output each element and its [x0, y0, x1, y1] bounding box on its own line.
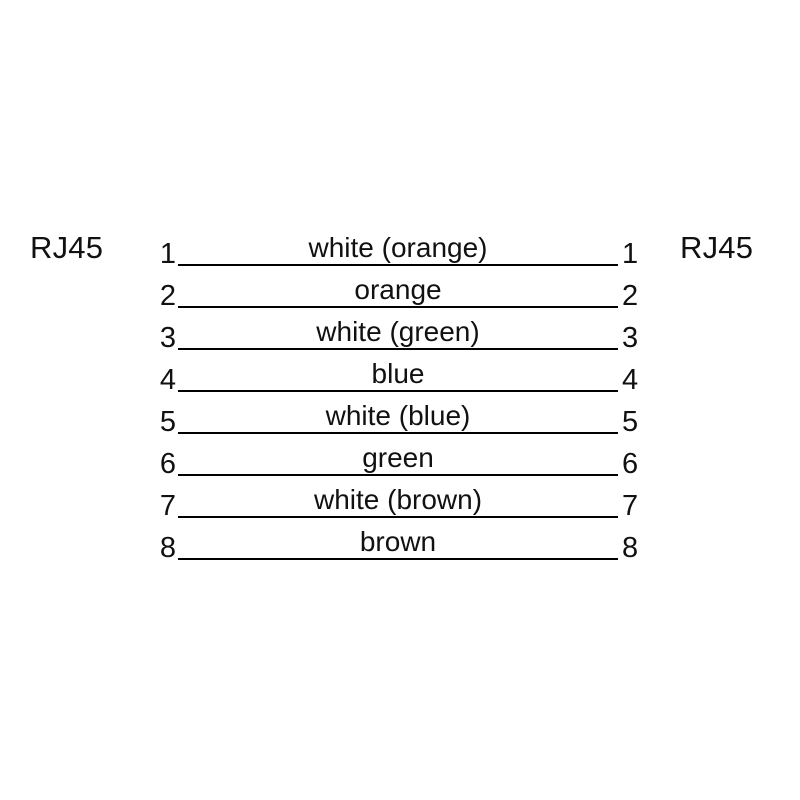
wire-conductor-line [178, 474, 618, 476]
wire-color-label: orange [354, 274, 442, 305]
left-pin-number: 1 [159, 238, 176, 270]
left-connector-label: RJ45 [30, 230, 104, 265]
wire-row: 2 orange 2 [0, 274, 800, 318]
wire-row: 5 white (blue) 5 [0, 400, 800, 444]
right-pin-number: 6 [622, 448, 639, 480]
right-pin-number: 7 [622, 490, 639, 522]
wire-conductor-line [178, 390, 618, 392]
wire-row: 7 white (brown) 7 [0, 484, 800, 528]
left-pin-number: 2 [159, 280, 176, 312]
right-pin-number: 3 [622, 322, 639, 354]
right-pin-number: 8 [622, 532, 639, 564]
left-pin-number: 3 [159, 322, 176, 354]
left-pin-number: 7 [159, 490, 176, 522]
right-pin-number: 1 [622, 238, 639, 270]
right-pin-number: 2 [622, 280, 639, 312]
wire-row: 6 green 6 [0, 442, 800, 486]
wire-color-label: white (brown) [313, 484, 483, 515]
right-pin-number: 5 [622, 406, 639, 438]
wire-color-label: brown [359, 526, 437, 557]
left-pin-number: 5 [159, 406, 176, 438]
left-pin-number: 8 [159, 532, 176, 564]
left-pin-number: 6 [159, 448, 176, 480]
wire-row: 1 white (orange) 1 [0, 232, 800, 276]
wire-color-label: white (green) [316, 316, 480, 347]
wire-row: 3 white (green) 3 [0, 316, 800, 360]
wire-color-label: green [362, 442, 434, 473]
wire-row: 8 brown 8 [0, 526, 800, 570]
wire-conductor-line [178, 558, 618, 560]
wire-color-label: white (orange) [308, 232, 488, 263]
wire-conductor-line [178, 516, 618, 518]
wire-row: 4 blue 4 [0, 358, 800, 402]
left-pin-number: 4 [159, 364, 176, 396]
wire-conductor-line [178, 348, 618, 350]
right-connector-label: RJ45 [680, 230, 754, 265]
wire-conductor-line [178, 306, 618, 308]
wire-conductor-line [178, 264, 618, 266]
wire-color-label: blue [371, 358, 425, 389]
wire-conductor-line [178, 432, 618, 434]
wire-color-label: white (blue) [325, 400, 471, 431]
right-pin-number: 4 [622, 364, 639, 396]
